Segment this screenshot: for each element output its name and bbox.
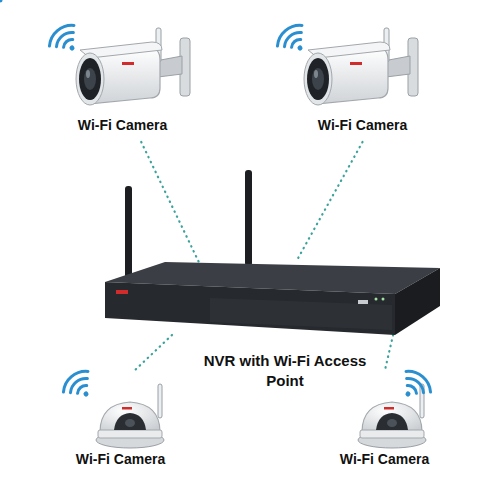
node-label: Wi-Fi Camera: [58, 450, 183, 468]
camera-node: Wi-Fi Camera: [300, 20, 425, 142]
wireless-link: [133, 335, 172, 372]
camera-node: Wi-Fi Camera: [60, 20, 185, 142]
node-label: NVR with Wi-Fi Access Point: [200, 351, 370, 390]
camera-node: Wi-Fi Camera: [58, 372, 183, 474]
node-label: Wi-Fi Camera: [300, 116, 425, 134]
wireless-link: [296, 142, 363, 262]
node-label: Wi-Fi Camera: [322, 450, 447, 468]
dome-camera: [96, 384, 164, 448]
wireless-link: [141, 142, 199, 262]
nvr-device: [105, 170, 440, 335]
wifi-symbol: [0, 0, 16, 3]
wireless-link: [385, 335, 394, 372]
nvr-node: NVR with Wi-Fi Access Point: [105, 262, 440, 335]
bullet-camera: [76, 28, 190, 105]
camera-node: Wi-Fi Camera: [322, 372, 447, 474]
node-label: Wi-Fi Camera: [60, 116, 185, 134]
